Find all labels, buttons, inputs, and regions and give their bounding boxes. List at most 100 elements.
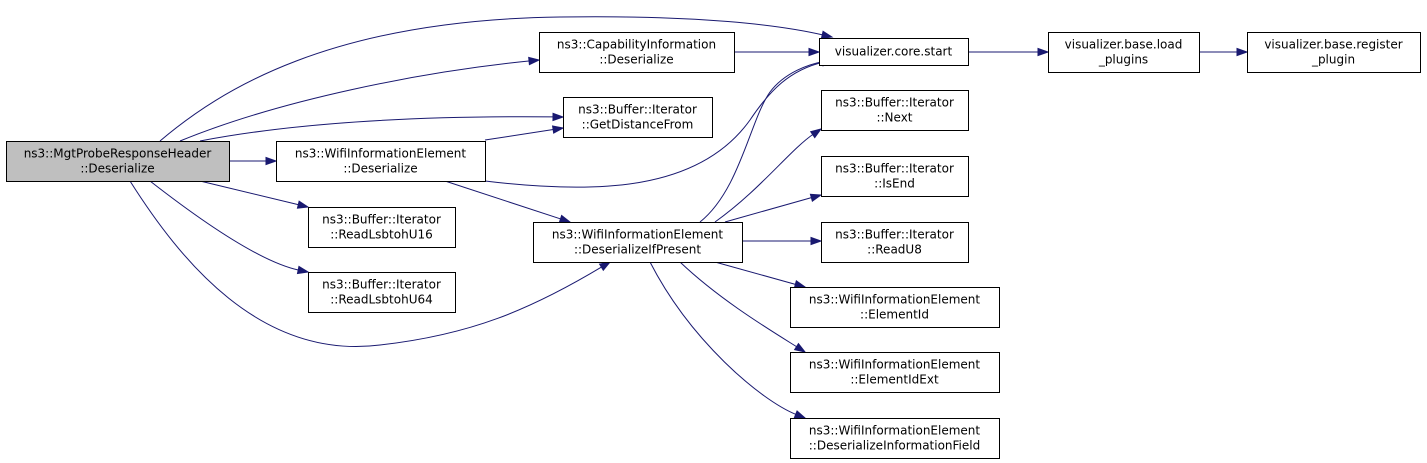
node-label-line: ::Deserialize [343,162,417,176]
node-cap[interactable]: ns3::CapabilityInformation::Deserialize [539,32,735,73]
nodes-layer: ns3::MgtProbeResponseHeader::Deserialize… [6,32,1421,459]
edge-wie_des-to-gdf [484,125,565,141]
arrow-head-icon [296,200,310,209]
node-label-line: ns3::WifiInformationElement [295,147,467,161]
node-box [533,222,743,263]
node-label-line: ::DeserializeIfPresent [574,243,701,257]
edge-dip-to-ru8 [742,236,823,246]
arrow-head-icon [808,47,821,57]
node-label-line: ::Next [876,111,912,125]
edge-vbl-to-vbr [1199,47,1249,57]
node-label-line: ::ReadU8 [867,243,922,257]
node-vcs[interactable]: visualizer.core.start [819,38,969,66]
arrow-head-icon [820,30,834,39]
node-box [819,38,969,66]
node-label-line: ::ElementIdExt [850,373,939,387]
edge-wie_des-to-dip [444,180,572,223]
node-box [6,141,230,182]
edge-line [149,180,300,271]
node-r16[interactable]: ns3::Buffer::Iterator::ReadLsbtohU16 [308,207,456,248]
node-box [1048,32,1200,73]
arrow-head-icon [793,280,807,289]
node-gdf[interactable]: ns3::Buffer::Iterator::GetDistanceFrom [563,97,713,138]
arrow-head-icon [793,342,807,353]
arrow-head-icon [552,112,565,122]
node-box [308,207,456,248]
node-isend[interactable]: ns3::Buffer::Iterator::IsEnd [821,156,969,197]
node-box [539,32,735,73]
node-label-line: visualizer.core.start [835,45,953,59]
edge-line [679,261,798,348]
edge-line [199,116,555,142]
edge-line [699,61,824,223]
node-vbr[interactable]: visualizer.base.register_plugin [1247,32,1421,73]
arrow-head-icon [296,265,310,275]
node-box [308,272,456,313]
node-label-line: ns3::WifiInformationElement [809,358,981,372]
node-label-line: _plugins [1098,53,1148,67]
node-dip[interactable]: ns3::WifiInformationElement::Deserialize… [533,222,743,263]
edge-dip-to-eidx [679,261,807,353]
node-box [790,352,1000,393]
edge-dip-to-dif [649,261,807,419]
arrow-head-icon [810,236,823,246]
edge-line [484,128,555,141]
arrow-head-icon [265,156,278,166]
node-eidx[interactable]: ns3::WifiInformationElement::ElementIdEx… [790,352,1000,393]
node-box [790,418,1000,459]
node-root: ns3::MgtProbeResponseHeader::Deserialize [6,141,230,182]
edge-cap-to-vcs [734,47,821,57]
edge-vcs-to-vbl [968,47,1050,57]
node-label-line: ::GetDistanceFrom [582,118,694,132]
node-box [821,222,969,263]
edge-root-to-gdf [199,112,565,142]
edges-layer [129,16,1249,419]
edge-line [444,180,562,220]
arrow-head-icon [558,214,572,223]
node-wie_des[interactable]: ns3::WifiInformationElement::Deserialize [276,141,486,182]
edge-line [714,261,797,286]
edge-line [724,196,813,223]
edge-line [129,180,603,347]
node-box [821,156,969,197]
node-label-line: ::Deserialize [80,162,154,176]
node-label-line: ns3::WifiInformationElement [552,228,724,242]
node-box [563,97,713,138]
node-box [1247,32,1421,73]
arrow-head-icon [809,193,823,202]
arrow-head-icon [1236,47,1249,57]
node-label-line: ns3::Buffer::Iterator [835,228,954,242]
edge-line [159,16,824,142]
node-next[interactable]: ns3::Buffer::Iterator::Next [821,90,969,131]
edge-dip-to-next [714,128,823,223]
node-box [821,90,969,131]
node-label-line: ::Deserialize [599,53,673,67]
arrow-head-icon [793,410,807,419]
node-label-line: ns3::Buffer::Iterator [835,162,954,176]
node-box [790,287,1000,328]
node-label-line: visualizer.base.register [1264,38,1402,52]
node-label-line: ns3::Buffer::Iterator [578,103,697,117]
arrow-head-icon [809,128,823,139]
node-label-line: ::ReadLsbtohU16 [330,228,433,242]
edge-root-to-wie_des [229,156,278,166]
node-eid[interactable]: ns3::WifiInformationElement::ElementId [790,287,1000,328]
node-dif[interactable]: ns3::WifiInformationElement::Deserialize… [790,418,1000,459]
node-label-line: ns3::WifiInformationElement [809,424,981,438]
node-vbl[interactable]: visualizer.base.load_plugins [1048,32,1200,73]
node-label-line: ::IsEnd [874,177,915,191]
node-box [276,141,486,182]
node-ru8[interactable]: ns3::Buffer::Iterator::ReadU8 [821,222,969,263]
edge-root-to-cap [179,56,541,142]
edge-line [179,60,531,142]
edge-line [714,133,814,223]
node-label-line: ns3::Buffer::Iterator [322,278,441,292]
edge-root-to-vcs [159,16,834,142]
edge-dip-to-eid [714,261,807,289]
node-label-line: ::DeserializeInformationField [809,439,980,453]
node-label-line: ns3::Buffer::Iterator [322,213,441,227]
node-r64[interactable]: ns3::Buffer::Iterator::ReadLsbtohU64 [308,272,456,313]
edge-line [199,180,300,206]
edge-line [649,261,797,416]
edge-line [484,61,824,188]
